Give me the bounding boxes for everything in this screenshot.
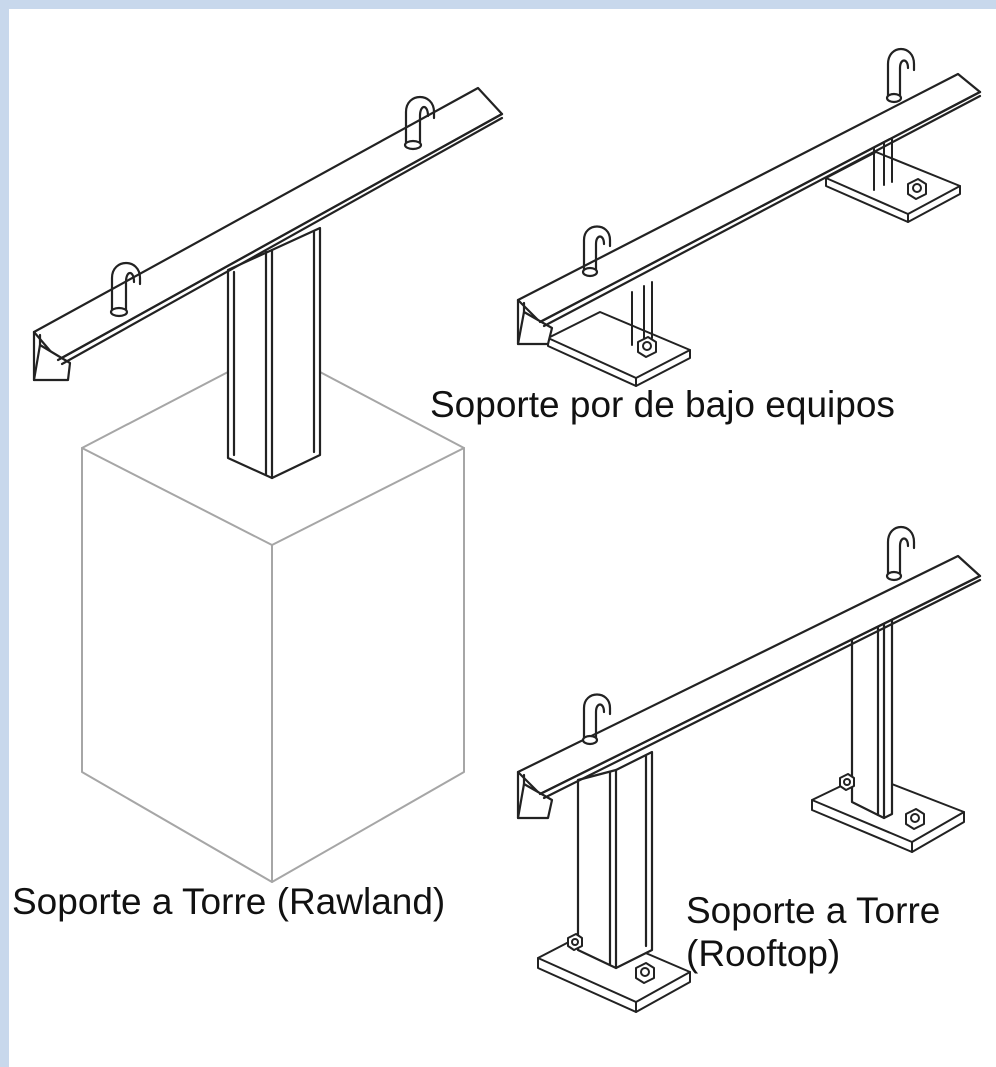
caption-under-equipment: Soporte por de bajo equipos: [430, 384, 895, 425]
support-post: [226, 226, 322, 480]
j-hook-icon: [581, 693, 612, 746]
channel-beam: [516, 554, 982, 820]
support-post: [576, 750, 654, 970]
j-hook-icon: [403, 96, 436, 151]
j-hook-icon: [109, 262, 142, 318]
bolt-icon: [839, 773, 855, 791]
caption-rawland: Soporte a Torre (Rawland): [12, 881, 446, 922]
bolt-icon: [637, 336, 657, 358]
support-post: [850, 604, 894, 820]
j-hook-icon: [885, 48, 916, 104]
bolt-icon: [567, 933, 583, 951]
channel-beam: [32, 86, 504, 382]
rawland-support: [32, 86, 504, 883]
bolt-icon: [905, 808, 925, 830]
caption-rooftop-line2: (Rooftop): [686, 933, 841, 974]
bolt-icon: [635, 962, 655, 984]
channel-beam: [516, 72, 982, 346]
under-equipment-support: [516, 48, 982, 387]
frame-border-left: [0, 0, 9, 1067]
base-plate: [547, 311, 691, 387]
bolt-icon: [907, 178, 927, 200]
j-hook-icon: [581, 225, 612, 278]
j-hook-icon: [885, 526, 916, 582]
base-plate: [825, 151, 961, 223]
concrete-block: [81, 371, 465, 883]
caption-rooftop-line1: Soporte a Torre: [686, 890, 941, 931]
frame-border-top: [0, 0, 996, 9]
rooftop-support: [516, 526, 982, 1013]
